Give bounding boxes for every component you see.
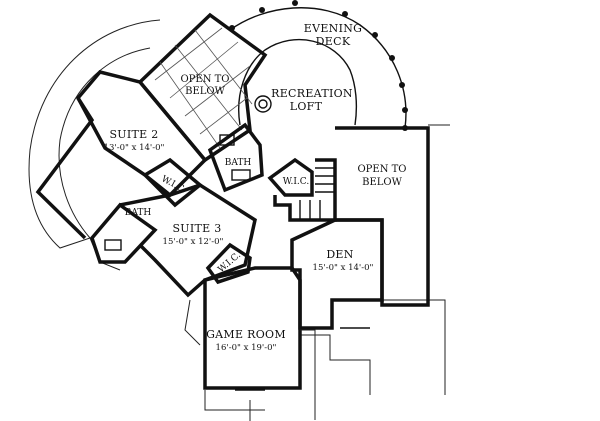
open-to-below-left-label-2: BELOW [185,86,225,97]
lower-outline-steps [204,329,316,420]
roof-outline [28,19,450,421]
evening-deck-label-1: EVENING [304,22,363,35]
game-room-label: GAME ROOM [206,328,286,341]
wic-lower-walls [205,242,252,285]
suite3-walls [119,183,257,298]
suite2-walls [35,70,208,240]
room-labels: EVENING DECK OPEN TO BELOW RECREATION LO… [104,22,407,353]
suite3-dims: 15'-0" x 12'-0" [163,237,224,247]
open-to-below-left-label-1: OPEN TO [180,74,229,85]
recreation-loft-label-2: LOFT [290,100,323,113]
suite2-label: SUITE 2 [109,128,158,141]
den-dims: 15'-0" x 14'-0" [313,263,374,273]
game-room-dims: 16'-0" x 19'-0" [216,343,277,353]
bath-upper-label: BATH [225,158,252,168]
suite3-label: SUITE 3 [172,222,221,235]
bath-upper-walls [207,122,264,193]
open-to-below-right-label-1: OPEN TO [357,164,406,175]
evening-deck-label-2: DECK [316,35,351,48]
loft-stair-symbol [254,95,272,113]
game-room-walls [203,266,302,391]
den-label: DEN [326,248,353,261]
wic-center-label: W.I.C. [283,177,310,187]
bath-lower-label: BATH [125,208,152,218]
center-stair-area [267,157,337,222]
recreation-loft-label-1: RECREATION [271,87,353,100]
den-walls [290,218,384,330]
open-to-below-right-label-2: BELOW [362,177,402,188]
suite2-dims: 13'-0" x 14'-0" [104,143,165,153]
